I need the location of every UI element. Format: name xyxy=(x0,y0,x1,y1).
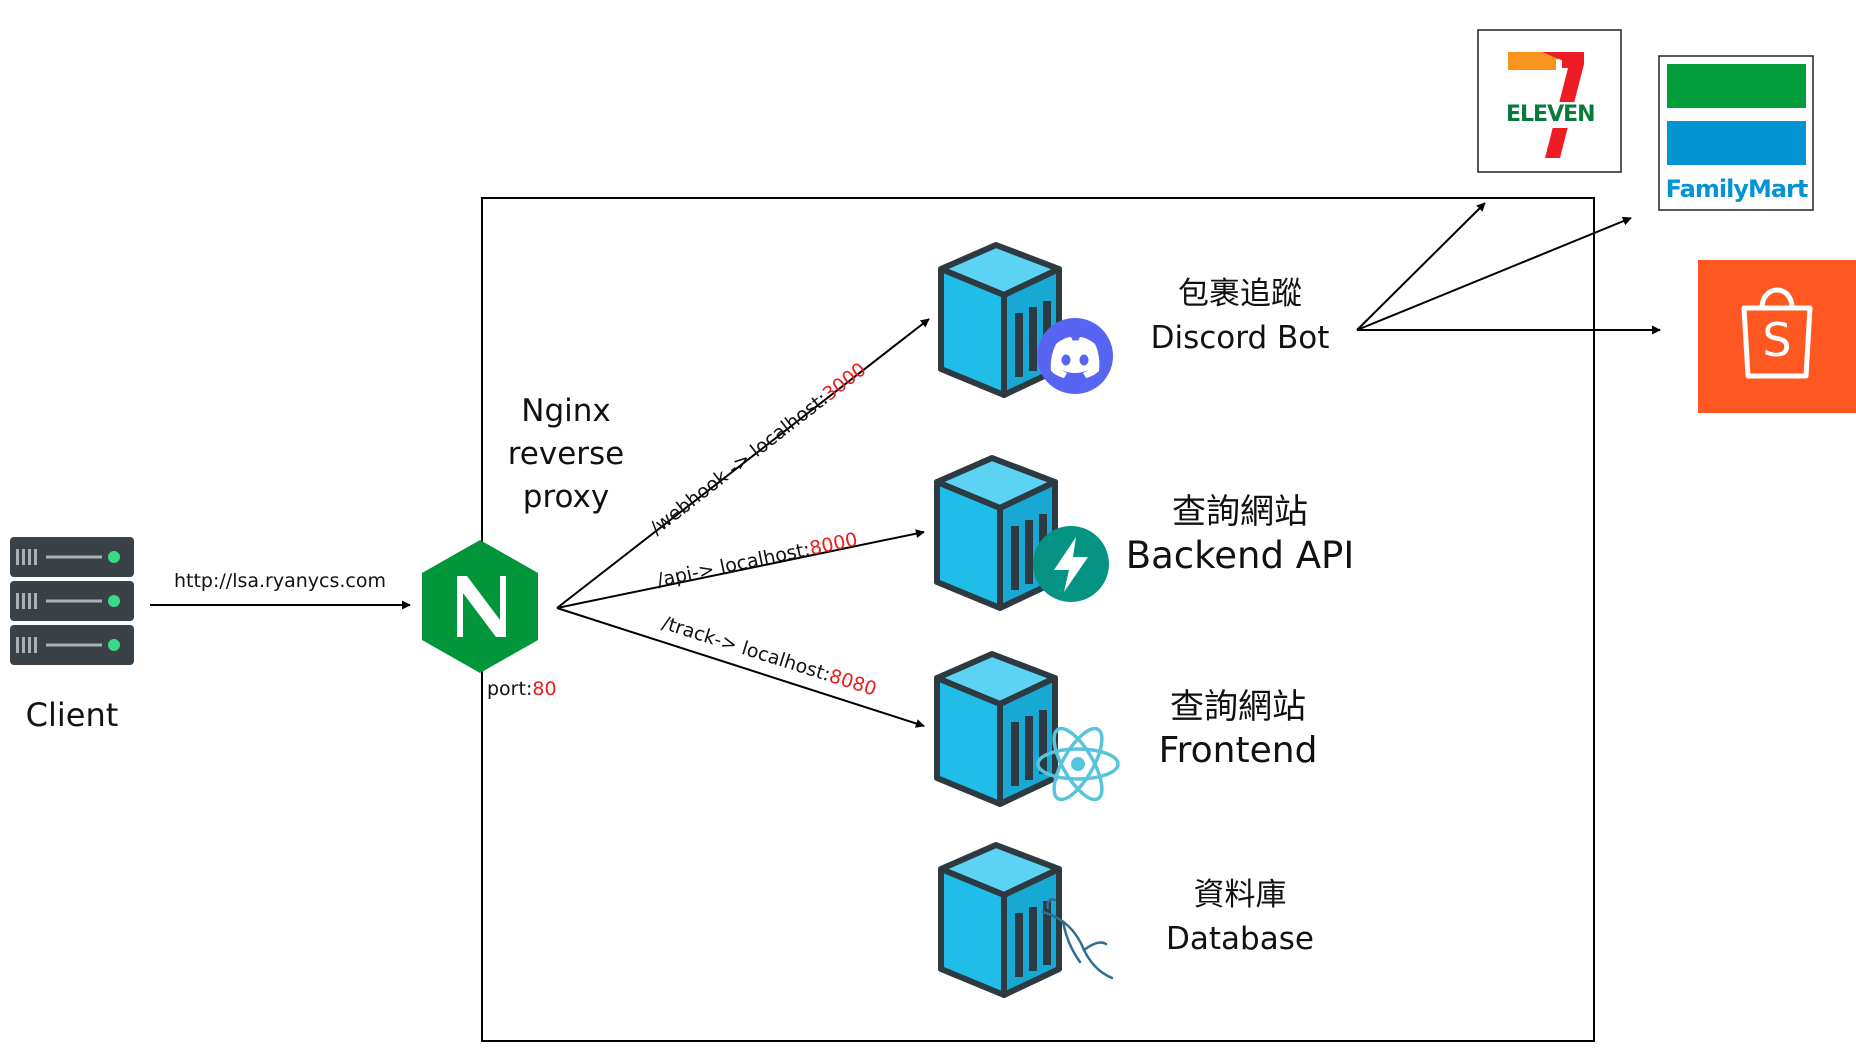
discord-icon xyxy=(1037,318,1113,394)
service-zh: 查詢網站 xyxy=(1172,492,1308,532)
service-label-backend-api: 查詢網站 Backend API xyxy=(1100,490,1380,578)
familymart-text: FamilyMart xyxy=(1665,175,1809,203)
mysql-icon xyxy=(1041,898,1114,980)
route-arrow-webhook xyxy=(556,318,930,609)
container-icon-backend-api xyxy=(937,458,1055,608)
shopee-letter: S xyxy=(1762,313,1792,367)
shopee-logo xyxy=(1698,260,1856,413)
service-zh: 資料庫 xyxy=(1193,877,1287,913)
service-label-discord-bot: 包裹追蹤 Discord Bot xyxy=(1110,272,1370,360)
service-en: Frontend xyxy=(1158,730,1318,771)
nginx-port-value: 80 xyxy=(532,678,557,700)
route-arrow-track xyxy=(556,607,925,728)
seven-eleven-text: ELEVEN xyxy=(1506,102,1596,127)
nginx-title-line3: proxy xyxy=(522,479,610,515)
nginx-title-line2: reverse xyxy=(507,436,625,472)
nginx-port-prefix: port: xyxy=(487,678,533,700)
service-label-frontend: 查詢網站 Frontend xyxy=(1108,685,1368,773)
route-arrow-api xyxy=(556,529,925,609)
bot-to-7eleven-arrow xyxy=(1356,202,1486,331)
bot-to-familymart-arrow xyxy=(1356,216,1632,331)
server-icon xyxy=(10,537,134,665)
service-en: Database xyxy=(1166,921,1314,957)
service-zh: 包裹追蹤 xyxy=(1178,276,1302,312)
service-en: Backend API xyxy=(1125,534,1355,577)
container-icon-frontend xyxy=(937,654,1055,804)
container-icon-database xyxy=(941,845,1059,995)
seven-eleven-logo xyxy=(1477,29,1622,173)
nginx-icon xyxy=(422,540,538,673)
nginx-title-line1: Nginx xyxy=(521,393,611,429)
react-icon xyxy=(1036,726,1120,802)
client-label: Client xyxy=(25,696,119,734)
client-request-url: http://lsa.ryanycs.com xyxy=(173,570,386,592)
service-zh: 查詢網站 xyxy=(1170,687,1306,727)
familymart-logo xyxy=(1658,55,1814,211)
service-label-database: 資料庫 Database xyxy=(1110,873,1370,961)
nginx-title: Nginx reverse proxy xyxy=(486,390,646,519)
nginx-port-label: port:80 xyxy=(487,678,557,700)
service-en: Discord Bot xyxy=(1150,320,1330,356)
fastapi-icon xyxy=(1033,526,1109,602)
